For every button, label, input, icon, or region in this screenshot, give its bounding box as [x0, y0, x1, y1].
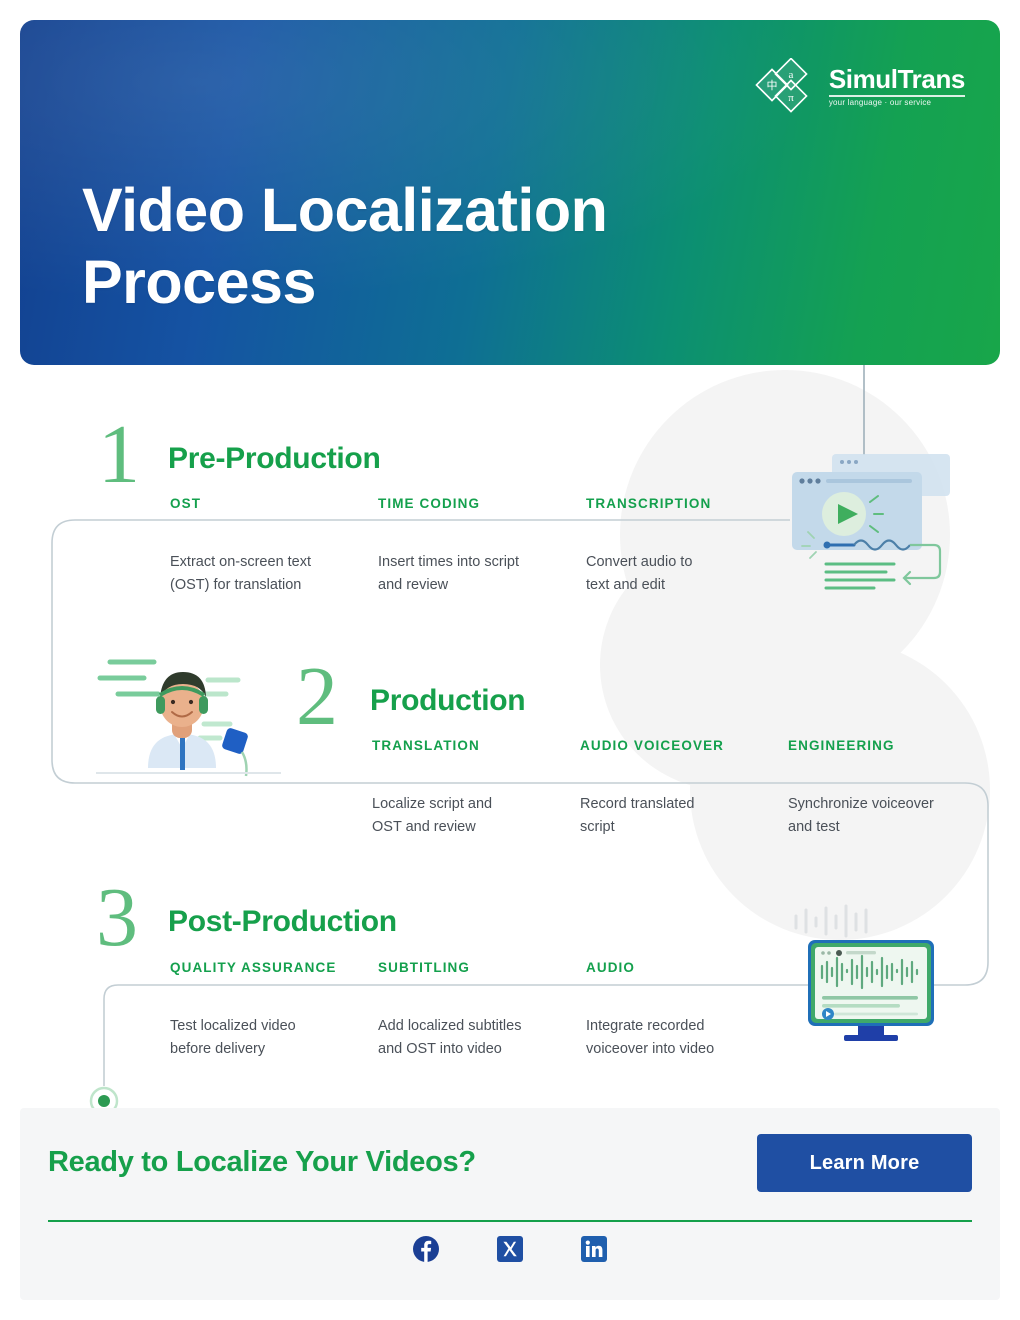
step-column: AUDIO VOICEOVER Record translated script — [580, 738, 788, 840]
column-body: Test localized video before delivery — [170, 1018, 296, 1058]
step-column: TRANSLATION Localize script and OST and … — [372, 738, 580, 840]
learn-more-button[interactable]: Learn More — [757, 1134, 972, 1192]
svg-text:a: a — [788, 69, 793, 81]
step-column: SUBTITLING Add localized subtitles and O… — [378, 960, 586, 1062]
video-player-transcription-illustration — [782, 452, 997, 602]
step-number: 2 — [296, 650, 338, 743]
column-body: Convert audio to text and edit — [586, 554, 693, 594]
column-heading: TRANSLATION — [372, 738, 480, 753]
step-column: ENGINEERING Synchronize voiceover and te… — [788, 738, 996, 840]
step-title: Pre-Production — [168, 442, 381, 475]
step-column: OST Extract on-screen text (OST) for tra… — [170, 496, 378, 598]
column-heading: AUDIO VOICEOVER — [580, 738, 725, 753]
column-heading: TRANSCRIPTION — [586, 496, 712, 511]
column-heading: AUDIO — [586, 960, 635, 975]
column-body: Extract on-screen text (OST) for transla… — [170, 554, 312, 594]
cta-headline: Ready to Localize Your Videos? — [48, 1146, 476, 1178]
linkedin-icon[interactable] — [581, 1236, 607, 1262]
social-links — [20, 1236, 1000, 1262]
column-body: Record translated script — [580, 796, 695, 836]
column-body: Integrate recorded voiceover into video — [586, 1018, 715, 1058]
column-body: Synchronize voiceover and test — [788, 796, 934, 836]
column-heading: OST — [170, 496, 202, 511]
column-heading: TIME CODING — [378, 496, 481, 511]
header-banner: Video Localization Process 中 a π SimulTr… — [20, 20, 1000, 365]
logo-wordmark: SimulTrans — [828, 64, 966, 95]
step-number: 3 — [96, 871, 138, 964]
logo-tagline: your language · our service — [828, 98, 932, 108]
brand-logo[interactable]: 中 a π SimulTrans your language · our ser… — [755, 57, 966, 116]
svg-text:π: π — [788, 92, 794, 104]
step-column: TIME CODING Insert times into script and… — [378, 496, 586, 598]
step-number: 1 — [98, 408, 140, 501]
column-body: Add localized subtitles and OST into vid… — [378, 1018, 522, 1058]
footer-divider — [48, 1220, 972, 1222]
step-title: Production — [370, 684, 526, 717]
simultrans-diamond-logo-icon: 中 a π — [755, 57, 819, 116]
step-column: AUDIO Integrate recorded voiceover into … — [586, 960, 794, 1062]
facebook-icon[interactable] — [413, 1236, 439, 1262]
step-column: TRANSCRIPTION Convert audio to text and … — [586, 496, 794, 598]
column-heading: QUALITY ASSURANCE — [170, 960, 337, 975]
audio-editing-monitor-illustration — [782, 900, 997, 1050]
column-heading: SUBTITLING — [378, 960, 470, 975]
voiceover-talent-illustration — [96, 638, 281, 785]
column-heading: ENGINEERING — [788, 738, 895, 753]
step-column: QUALITY ASSURANCE Test localized video b… — [170, 960, 378, 1062]
background-blob — [600, 540, 850, 790]
column-body: Insert times into script and review — [378, 554, 520, 594]
x-twitter-icon[interactable] — [497, 1236, 523, 1262]
column-body: Localize script and OST and review — [372, 796, 493, 836]
svg-text:中: 中 — [766, 79, 777, 92]
logo-divider — [828, 95, 965, 98]
step-title: Post-Production — [168, 905, 397, 938]
footer-cta-panel: Ready to Localize Your Videos? Learn Mor… — [20, 1108, 1000, 1300]
page-title: Video Localization Process — [82, 176, 608, 316]
